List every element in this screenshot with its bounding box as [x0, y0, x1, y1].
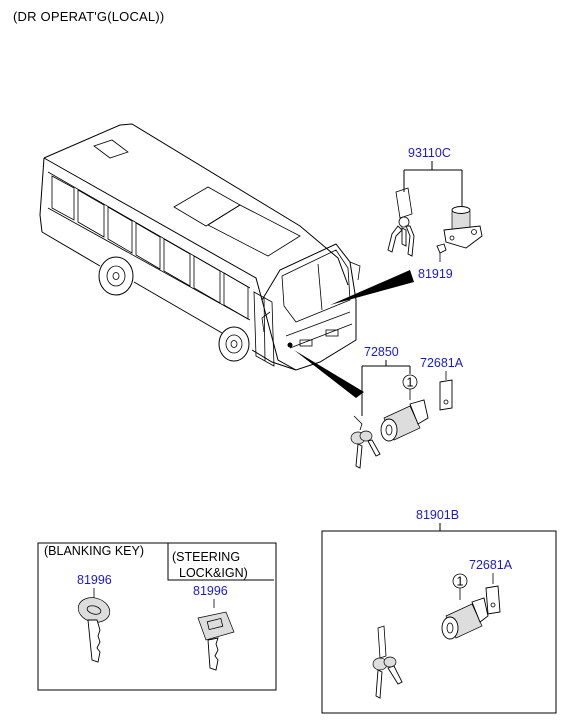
- leader-wedge-bottom: [294, 350, 364, 398]
- side-windows: [51, 175, 249, 320]
- screw-81919: [436, 243, 447, 262]
- part-number-81919[interactable]: 81919: [418, 267, 453, 281]
- steering-key: [197, 611, 235, 671]
- part-number-81901b[interactable]: 81901B: [416, 508, 459, 522]
- key-set-93110c: [387, 187, 415, 257]
- part-number-72681a-top[interactable]: 72681A: [420, 356, 464, 370]
- assembly-72850: 72850 1 72681A: [350, 345, 464, 469]
- callout-1-bottom: 1: [457, 575, 464, 589]
- part-number-72850[interactable]: 72850: [364, 345, 399, 359]
- assembly-81901b: 81901B 1 72681A: [321, 508, 557, 714]
- steering-label-line2: LOCK&IGN): [179, 566, 248, 580]
- lock-cylinder-81901b: [441, 597, 489, 640]
- bus-illustration: [39, 123, 414, 398]
- box-81901b: [321, 530, 557, 714]
- front-wheel: [218, 326, 250, 362]
- page-title: (DR OPERAT'G(LOCAL)): [13, 9, 165, 24]
- part-number-81996-steering[interactable]: 81996: [193, 584, 228, 598]
- gasket-72681a-top: [439, 379, 453, 411]
- rear-wheel: [98, 256, 134, 296]
- part-number-81996-blanking[interactable]: 81996: [77, 573, 112, 587]
- leader-wedge-top: [330, 270, 414, 305]
- key-set-72850: [350, 415, 381, 469]
- blanking-key-box: (BLANKING KEY) (STEERING LOCK&IGN) 81996…: [37, 542, 277, 691]
- assembly-93110c: 93110C 81919: [387, 146, 483, 281]
- blanking-key: [77, 597, 111, 663]
- key-set-81901b: [372, 625, 403, 699]
- steering-label-line1: (STEERING: [172, 550, 240, 564]
- switch-body-93110c: [443, 206, 483, 249]
- part-number-93110c[interactable]: 93110C: [408, 146, 451, 160]
- gasket-72681a-bottom: [485, 585, 501, 615]
- lock-cylinder-72850: [380, 399, 429, 442]
- blanking-key-label: (BLANKING KEY): [44, 544, 144, 558]
- part-number-72681a-bottom[interactable]: 72681A: [469, 558, 513, 572]
- callout-1-top: 1: [407, 376, 414, 390]
